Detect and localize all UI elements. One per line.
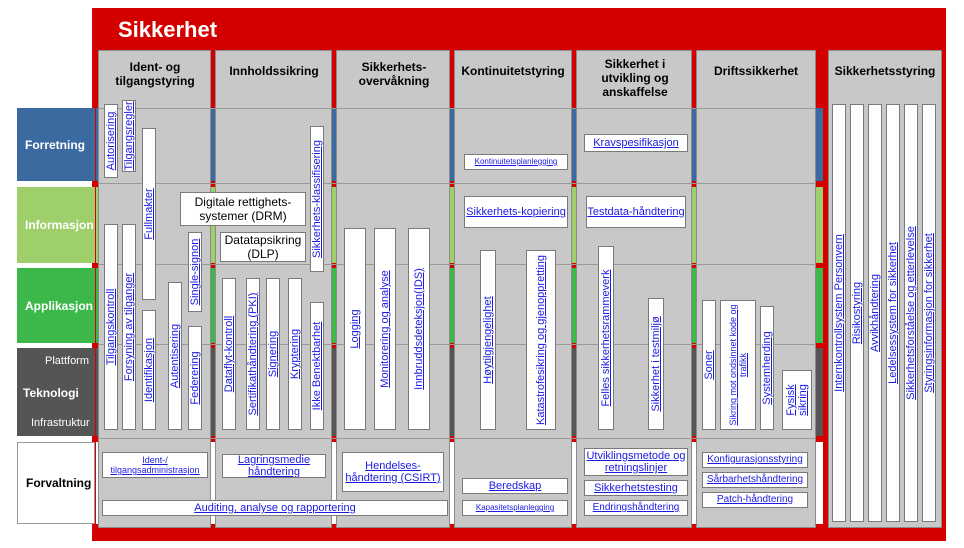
item-signering[interactable]: Signering	[266, 278, 280, 430]
column-header-innhold: Innholdssikring	[229, 64, 319, 78]
item-katastrofe[interactable]: Katastrofesikring og gjenoppretting	[526, 250, 556, 430]
row-label-informasjon: Informasjon	[17, 187, 95, 263]
item-styringsinfo[interactable]: Styringsinformasjon for sikkerhet	[922, 104, 936, 522]
item-autorisering[interactable]: Autorisering	[104, 104, 118, 178]
item-autentisering[interactable]: Autentisering	[168, 282, 182, 430]
item-kryptering[interactable]: Kryptering	[288, 278, 302, 430]
column-header-kontinuitet: Kontinuitetstyring	[461, 64, 565, 78]
row-label-teknologi-block	[17, 348, 95, 436]
item-single-signon[interactable]: Single-signon	[188, 232, 202, 312]
separator-5	[98, 438, 816, 439]
item-ikke-benekt[interactable]: Ikke Benektbarhet	[310, 302, 324, 430]
column-drift	[696, 50, 816, 528]
item-fysisk[interactable]: Fysisk sikring	[782, 370, 812, 430]
item-kravspes[interactable]: Kravspesifikasjon	[584, 134, 688, 152]
separator-1	[98, 108, 816, 109]
column-header-styring: Sikkerhetsstyring	[834, 64, 936, 78]
item-fullmakter[interactable]: Fullmakter	[142, 128, 156, 300]
item-hendelses[interactable]: Hendelses-håndtering (CSIRT)	[342, 452, 444, 492]
item-logging[interactable]: Logging	[344, 228, 366, 430]
item-kopiering[interactable]: Sikkerhets-kopiering	[464, 196, 568, 228]
column-header-ident: Ident- og tilgangstyring	[115, 60, 195, 88]
item-patch[interactable]: Patch-håndtering	[702, 492, 808, 508]
item-utviklingsmetode[interactable]: Utviklingsmetode og retningslinjer	[584, 448, 688, 476]
row-label-teknologi: Teknologi	[23, 386, 79, 400]
item-hoytilgjengelighet[interactable]: Høytilgjengelighet	[480, 250, 496, 430]
item-konfig[interactable]: Konfigurasjonsstyring	[702, 452, 808, 468]
separator-2	[98, 183, 816, 184]
item-tilgangsregler[interactable]: Tilgangsregler	[122, 100, 136, 172]
separator-4	[98, 344, 816, 345]
item-sarbarhet[interactable]: Sårbarhetshåndtering	[702, 472, 808, 488]
item-avvik[interactable]: Avvikhåndtering	[868, 104, 882, 522]
item-identifikasjon[interactable]: Identifikasjon	[142, 310, 156, 430]
item-testing[interactable]: Sikkerhetstesting	[584, 480, 688, 496]
item-endring[interactable]: Endringshåndtering	[584, 500, 688, 516]
item-testdata[interactable]: Testdata-håndtering	[586, 196, 686, 228]
item-auditing[interactable]: Auditing, analyse og rapportering	[102, 500, 448, 516]
separator-3	[98, 264, 816, 265]
item-beredskap[interactable]: Beredskap	[462, 478, 568, 494]
column-header-overvakning: Sikkerhets-overvåkning	[358, 60, 430, 88]
item-soner[interactable]: Soner	[702, 300, 716, 430]
page-title: Sikkerhet	[118, 17, 218, 42]
column-header-utvikling: Sikkerhet i utvikling og anskaffelse	[601, 57, 669, 99]
item-sertifikat[interactable]: Sertifikathåndtering (PKI)	[246, 278, 260, 430]
item-testmiljo[interactable]: Sikkerhet i testmiljø	[648, 298, 664, 430]
item-risikostyring[interactable]: Risikostyring	[850, 104, 864, 522]
item-dataflyt[interactable]: Dataflyt-kontroll	[222, 278, 236, 430]
item-federering[interactable]: Federering	[188, 326, 202, 430]
item-ident-admin[interactable]: Ident-/ tilgangsadministrasjon	[102, 452, 208, 478]
item-klassifisering[interactable]: Sikkerhets-klassifisering	[310, 126, 324, 272]
item-tilgangskontroll[interactable]: Tilgangskontroll	[104, 224, 118, 430]
item-rammeverk[interactable]: Felles sikkerhetsrammeverk	[598, 246, 614, 430]
row-label-forretning: Forretning	[17, 108, 95, 181]
row-label-infrastruktur: Infrastruktur	[31, 417, 90, 429]
item-ids[interactable]: Innbruddsdeteksjon(IDS)	[408, 228, 430, 430]
row-label-applikasjon: Applikasjon	[17, 268, 95, 343]
item-kontinuitetsplan[interactable]: Kontinuitetsplanlegging	[464, 154, 568, 170]
item-ik-personvern[interactable]: Internkontrollsystem Personvern	[832, 104, 846, 522]
item-ledelsessystem[interactable]: Ledelsessystem for sikkerhet	[886, 104, 900, 522]
row-label-forvaltning: Forvaltning	[17, 442, 95, 524]
item-ondsinnet[interactable]: Sikring mot ondsinnet kode og trafikk	[720, 300, 756, 430]
item-monitorering[interactable]: Monitorering og analyse	[374, 228, 396, 430]
item-lagringsmedie[interactable]: Lagringsmedie håndtering	[222, 454, 326, 478]
item-forstaelse[interactable]: Sikkerhetsforståelse og etterlevelse	[904, 104, 918, 522]
column-header-drift: Driftssikkerhet	[713, 64, 799, 78]
item-systemherding[interactable]: Systemherding	[760, 306, 774, 430]
item-forsyning[interactable]: Forsyning av tilganger	[122, 224, 136, 430]
item-dlp: Datatapsikring (DLP)	[220, 232, 306, 262]
item-drm: Digitale rettighets-systemer (DRM)	[180, 192, 306, 226]
item-kapasitet[interactable]: Kapasitetsplanlegging	[462, 500, 568, 516]
row-label-plattform: Plattform	[45, 355, 90, 367]
